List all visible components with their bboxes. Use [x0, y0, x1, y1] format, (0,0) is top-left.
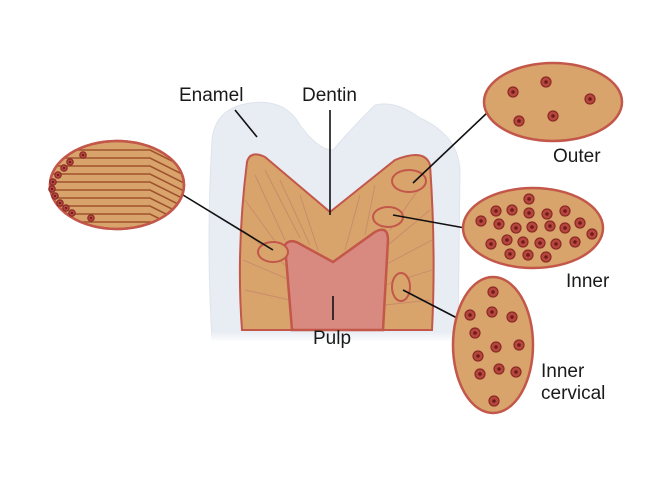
tubule-lumen — [479, 219, 483, 223]
inner-cervical-label-line2: cervical — [541, 383, 605, 404]
tubule-lumen — [530, 225, 534, 229]
left-sample-marker — [257, 241, 289, 263]
tubule-lumen — [551, 114, 555, 118]
tubule-stripe — [50, 165, 184, 187]
tubule-line — [387, 209, 431, 246]
tubule-lumen — [526, 253, 530, 257]
inner-sample-marker — [372, 206, 404, 228]
tubule-stripe — [50, 181, 184, 203]
outer-sample-marker — [391, 169, 427, 193]
dentin-label: Dentin — [302, 85, 357, 106]
tubule-lumen — [527, 197, 531, 201]
tubule-lumen — [473, 331, 477, 335]
tubule-lumen — [497, 367, 501, 371]
tubule-lumen — [563, 226, 567, 230]
tubule-lumen — [497, 222, 501, 226]
tubule-line — [242, 259, 291, 281]
tubule-lumen — [578, 221, 582, 225]
tubule-stripe — [50, 157, 184, 179]
tubule-lumen — [527, 211, 531, 215]
tubule-lumen — [517, 343, 521, 347]
tubule-lumen — [50, 187, 54, 191]
tubule-lumen — [68, 160, 72, 164]
tubule-lumen — [492, 399, 496, 403]
tooth — [200, 101, 470, 342]
cervical-sample-marker — [391, 272, 411, 302]
tubule-lumen — [489, 242, 493, 246]
enamel-label: Enamel — [179, 85, 243, 106]
tubule-lumen — [53, 194, 57, 198]
tubule-lumen — [554, 242, 558, 246]
tubule-lumen — [494, 345, 498, 349]
tubule-lumen — [544, 80, 548, 84]
tubule-lumen — [590, 232, 594, 236]
tubule-lumen — [510, 315, 514, 319]
tubule-lumen — [494, 209, 498, 213]
tubule-line — [344, 194, 361, 251]
tubule-lumen — [588, 97, 592, 101]
tubule-lumen — [89, 216, 93, 220]
tubule-lumen — [64, 206, 68, 210]
tubule-lumen — [544, 255, 548, 259]
tubule-lumen — [58, 201, 62, 205]
tubule-lumen — [514, 226, 518, 230]
inner-dentin-oval — [461, 186, 605, 270]
tubule-lumen — [490, 310, 494, 314]
outer-label: Outer — [553, 146, 601, 167]
tubule-lumen — [81, 153, 85, 157]
inner-cervical-label-line1: Inner — [541, 361, 585, 382]
tubule-lumen — [56, 173, 60, 177]
tubule-lumen — [478, 372, 482, 376]
tubule-line — [364, 184, 376, 236]
pulp-label: Pulp — [313, 328, 351, 349]
tubule-lumen — [521, 240, 525, 244]
tubule-lumen — [545, 212, 549, 216]
inner-label: Inner — [566, 271, 610, 292]
outer-dentin-oval — [482, 61, 624, 143]
tubule-lumen — [510, 208, 514, 212]
tubule-line — [299, 194, 319, 251]
tubule-lumen — [70, 211, 74, 215]
tubule-lumen — [573, 240, 577, 244]
tubule-lumen — [476, 354, 480, 358]
tubule-lumen — [491, 290, 495, 294]
longitudinal-section-oval — [48, 139, 186, 231]
tubule-lumen — [468, 313, 472, 317]
tubule-lumen — [505, 238, 509, 242]
tubule-lumen — [51, 180, 55, 184]
tubule-lumen — [517, 119, 521, 123]
tubule-line — [254, 174, 286, 241]
tubule-lumen — [62, 166, 66, 170]
tubule-lumen — [563, 209, 567, 213]
tubule-line — [264, 169, 301, 239]
tubule-stripe — [50, 173, 184, 195]
leader-lines — [182, 109, 489, 320]
tubule-lumen — [538, 241, 542, 245]
tubule-lumen — [548, 224, 552, 228]
inner-cervical-oval — [451, 275, 535, 415]
tubule-line — [279, 179, 311, 246]
tubule-lumen — [508, 252, 512, 256]
tubule-lumen — [511, 90, 515, 94]
tubule-lumen — [514, 370, 518, 374]
tubule-line — [384, 239, 433, 266]
